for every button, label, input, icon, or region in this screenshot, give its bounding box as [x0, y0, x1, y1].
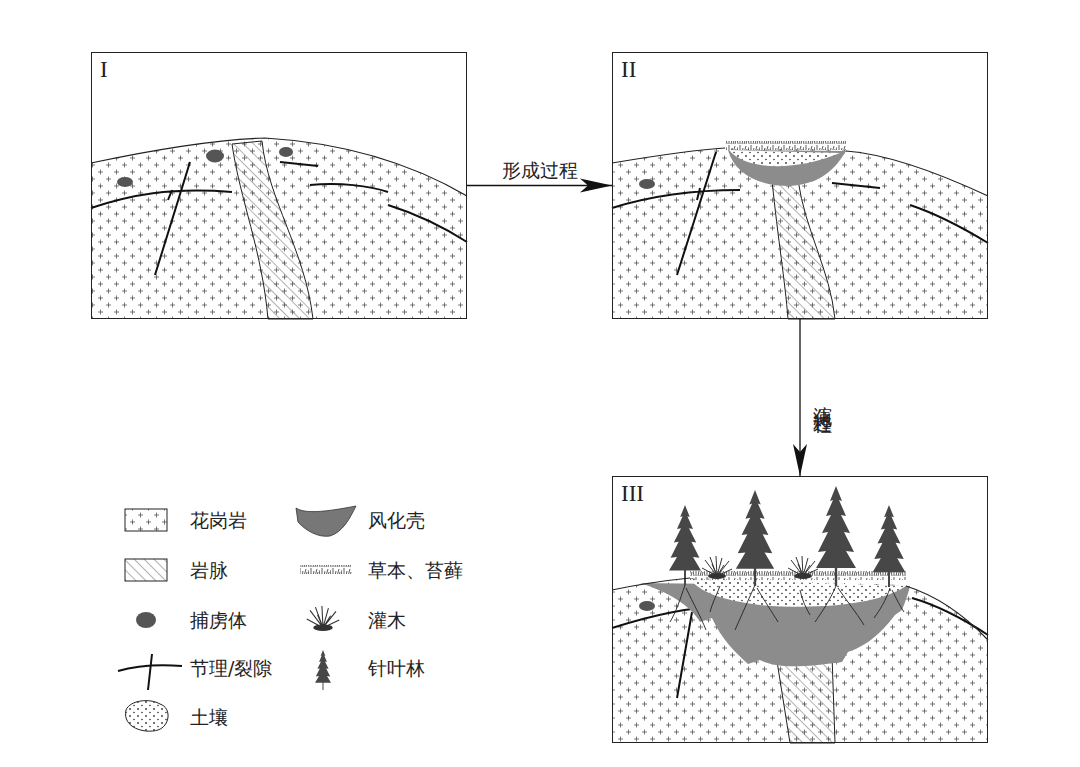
crust-sample	[296, 506, 356, 536]
conifer-tree	[816, 486, 856, 586]
granite-body	[612, 148, 988, 319]
legend-label: 灌木	[368, 608, 406, 632]
shrub	[702, 556, 732, 579]
shrub-sample	[307, 606, 340, 631]
soil-dots	[690, 579, 906, 607]
xenolith	[279, 147, 293, 157]
legend-label: 草本、苔藓	[368, 558, 463, 582]
grass-sample	[300, 565, 352, 574]
granite-body	[91, 138, 467, 319]
weathering-crust	[728, 150, 846, 186]
panel-numeral: III	[621, 481, 644, 507]
ground-surface	[612, 148, 988, 196]
legend-label: 捕虏体	[190, 608, 247, 632]
conifer-tree	[736, 490, 774, 586]
legend-label: 节理/裂隙	[190, 656, 272, 680]
process-label: 演化过程	[812, 390, 836, 406]
soil-dots	[729, 150, 840, 166]
rock-vein	[776, 655, 835, 743]
granite-body	[612, 578, 988, 743]
soil-sample	[126, 701, 169, 732]
legend-label: 花岗岩	[190, 508, 247, 532]
legend-symbols	[118, 506, 356, 731]
panel-numeral: I	[100, 57, 108, 83]
ground-surface	[612, 578, 988, 640]
conifer-tree	[669, 505, 701, 585]
panel-three-scene	[612, 486, 988, 743]
vein-sample	[125, 559, 167, 581]
xenolith	[639, 179, 655, 189]
legend-label: 土壤	[190, 705, 228, 729]
panel-box: II	[612, 52, 988, 319]
ground-surface	[91, 138, 467, 196]
xenolith	[206, 150, 224, 163]
panel-numeral: II	[621, 57, 636, 83]
conifer-tree	[873, 505, 906, 587]
joint-lines	[91, 162, 467, 275]
panel-box: III	[612, 476, 988, 743]
xenolith	[639, 601, 655, 611]
panel-one-scene	[91, 138, 467, 319]
soil-layer	[690, 579, 906, 607]
xenolith-sample	[136, 612, 156, 628]
rock-vein	[232, 141, 313, 319]
legend-label: 岩脉	[190, 558, 228, 582]
granite-sample	[125, 509, 167, 531]
panel-two-scene	[612, 141, 988, 319]
tree-sample	[315, 650, 331, 690]
process-label: 形成过程	[502, 158, 578, 182]
process-arrow	[467, 185, 612, 186]
soil-layer	[729, 150, 840, 166]
panel-box: I	[91, 52, 467, 319]
rock-vein	[772, 180, 835, 319]
grass-moss	[726, 141, 846, 150]
process-arrow	[799, 319, 800, 476]
joint-sample	[118, 654, 182, 690]
shrub	[788, 556, 818, 579]
legend-label: 针叶林	[368, 656, 425, 680]
legend-label: 风化壳	[368, 508, 425, 532]
xenolith	[117, 177, 133, 187]
plant-roots	[670, 585, 904, 630]
